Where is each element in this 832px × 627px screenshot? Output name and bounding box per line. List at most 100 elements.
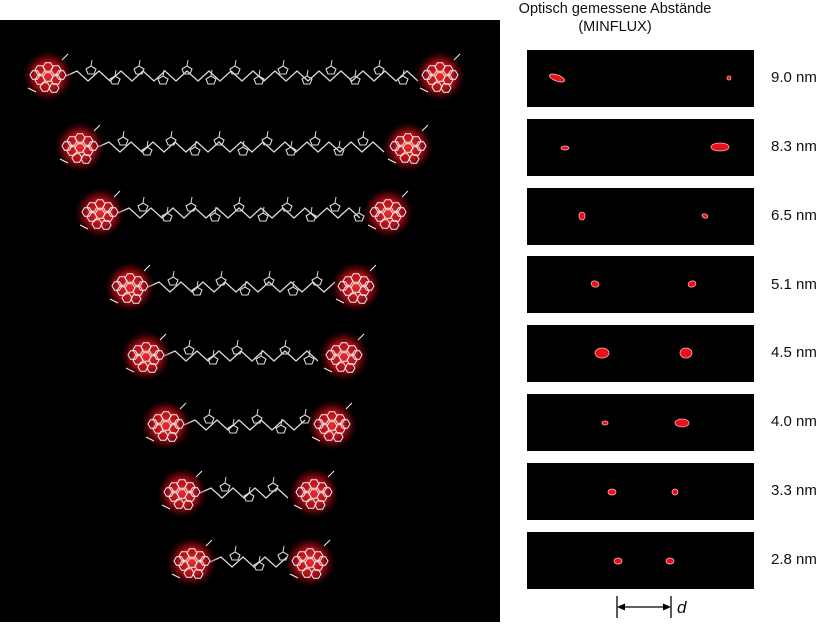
linker-ring bbox=[373, 65, 385, 75]
linker-ring bbox=[311, 276, 323, 286]
linker-ring bbox=[253, 561, 265, 571]
dye-ring bbox=[316, 482, 328, 492]
fluorophore-spot-right bbox=[687, 280, 697, 288]
linker-substituent bbox=[262, 206, 265, 214]
linker-substituent bbox=[244, 280, 247, 288]
linker-ring bbox=[251, 414, 263, 424]
dye-bond bbox=[421, 124, 429, 132]
linker-backbone bbox=[65, 70, 419, 82]
dye-ring bbox=[314, 500, 326, 510]
dye-ring bbox=[374, 202, 386, 212]
dye-ring bbox=[116, 276, 128, 286]
fluorophore-halo bbox=[415, 51, 465, 101]
linker-ring bbox=[207, 355, 219, 365]
dye-ring bbox=[146, 363, 158, 373]
dye-ring bbox=[379, 219, 391, 229]
dye-ring bbox=[301, 568, 313, 578]
linker-ring bbox=[209, 212, 221, 222]
linker-substituent bbox=[282, 59, 285, 67]
linker-ring bbox=[239, 286, 251, 296]
dye-ring bbox=[339, 419, 351, 429]
dye-ring bbox=[48, 83, 60, 93]
dye-ring bbox=[91, 219, 103, 229]
dye-bond bbox=[335, 298, 345, 304]
dye-ring bbox=[421, 70, 433, 80]
distance-label-5: 4.5 nm bbox=[771, 344, 817, 361]
linker-substituent bbox=[402, 69, 405, 77]
spot-pair bbox=[549, 73, 732, 83]
dye-ring bbox=[102, 212, 114, 222]
linker-substituent bbox=[284, 339, 287, 347]
fluorophore-halo bbox=[285, 537, 335, 587]
dye-ring bbox=[55, 70, 67, 80]
dye-ring bbox=[390, 202, 402, 212]
dye-ring bbox=[71, 153, 83, 163]
fluorophore-spot-left bbox=[601, 420, 609, 426]
linker-backbone bbox=[97, 141, 385, 153]
minflux-panel-5 bbox=[527, 325, 754, 382]
linker-substituent bbox=[170, 130, 173, 138]
dye-ring bbox=[140, 342, 152, 352]
dye-ring bbox=[29, 70, 41, 80]
dye-bond bbox=[109, 298, 119, 304]
dye-ring bbox=[334, 424, 346, 434]
linker-ring bbox=[213, 136, 225, 146]
linker-ring bbox=[229, 65, 241, 75]
fluorophore-spot-right bbox=[671, 488, 679, 496]
molecule-ruler-7 bbox=[157, 468, 339, 518]
dye-ring bbox=[317, 556, 329, 566]
dye-ring bbox=[394, 136, 406, 146]
fluorophore-halo bbox=[289, 468, 339, 518]
linker-substituent bbox=[316, 270, 319, 278]
linker-ring bbox=[309, 136, 321, 146]
dye-bond bbox=[327, 470, 335, 478]
linker-ring bbox=[397, 75, 409, 85]
fluorophore-halo bbox=[23, 51, 73, 101]
dye-ring bbox=[389, 141, 401, 151]
fluorophore-spot-right bbox=[679, 347, 693, 359]
linker-ring bbox=[229, 551, 241, 561]
distance-label-7: 3.3 nm bbox=[771, 482, 817, 499]
dye-ring bbox=[178, 561, 190, 571]
dye-ring bbox=[318, 424, 330, 434]
dye-ring bbox=[291, 556, 303, 566]
molecule-ruler-4 bbox=[105, 262, 381, 312]
fluorophore-spot-left bbox=[578, 211, 586, 221]
linker-substituent bbox=[272, 476, 275, 484]
dye-ring bbox=[402, 143, 414, 153]
linker-substituent bbox=[142, 196, 145, 204]
linker-ring bbox=[215, 276, 227, 286]
dye-ring bbox=[440, 83, 452, 93]
fluorophore-halo bbox=[363, 188, 413, 238]
dye-ring bbox=[410, 136, 422, 146]
dye-ring bbox=[116, 286, 128, 296]
linker-ring bbox=[165, 136, 177, 146]
dye-bond bbox=[387, 158, 397, 164]
dye-ring bbox=[111, 281, 123, 291]
dye-ring bbox=[94, 199, 106, 209]
dye-ring bbox=[330, 355, 342, 365]
linker-backbone bbox=[209, 556, 288, 568]
linker-ring bbox=[277, 65, 289, 75]
linker-substituent bbox=[260, 349, 263, 357]
fluorophore-halo bbox=[157, 468, 207, 518]
dye-ring bbox=[194, 561, 206, 571]
linker-substituent bbox=[208, 408, 211, 416]
linker-substituent bbox=[310, 206, 313, 214]
dye-ring bbox=[388, 220, 400, 230]
dye-bond bbox=[293, 504, 303, 510]
linker-substituent bbox=[248, 486, 251, 494]
dye-ring bbox=[316, 492, 328, 502]
dye-ring bbox=[130, 294, 142, 304]
distance-symbol: d bbox=[677, 598, 687, 617]
dye-ring bbox=[50, 65, 62, 75]
dye-ring bbox=[326, 421, 338, 431]
dye-bond bbox=[357, 333, 365, 341]
linker-substituent bbox=[236, 339, 239, 347]
linker-substituent bbox=[210, 69, 213, 77]
dye-ring bbox=[50, 75, 62, 85]
fluorophore-halo bbox=[307, 400, 357, 450]
linker-ring bbox=[267, 482, 279, 492]
dye-ring bbox=[102, 202, 114, 212]
linker-ring bbox=[133, 65, 145, 75]
